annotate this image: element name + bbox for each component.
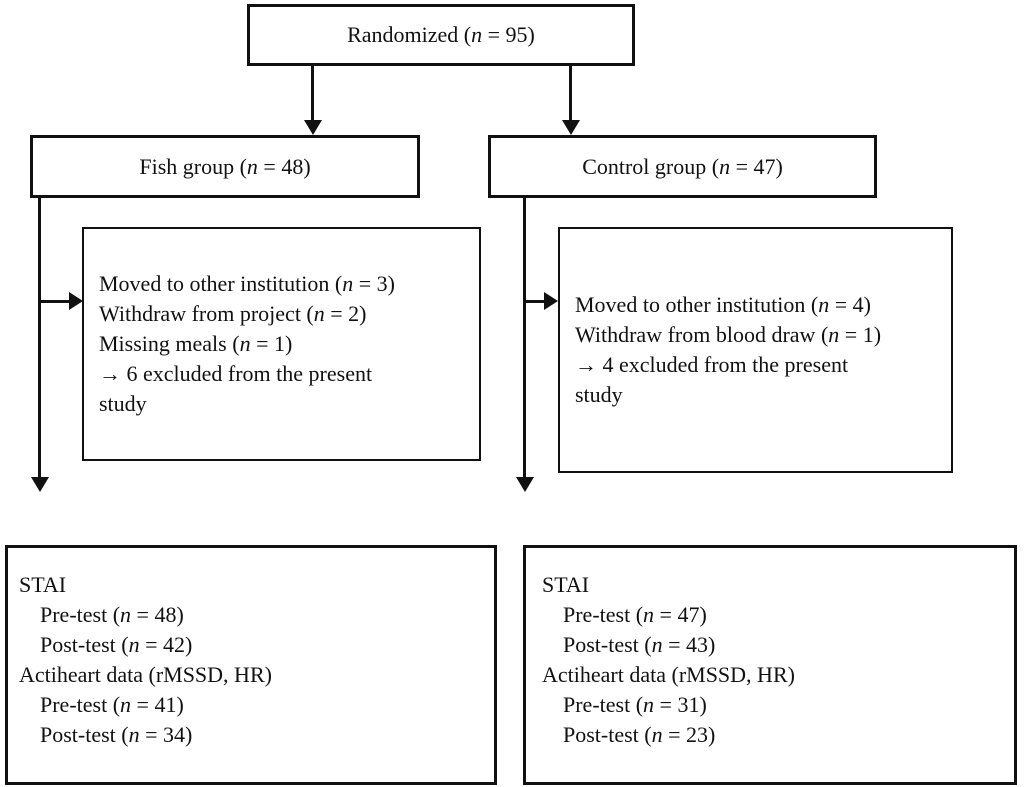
- exclusion-line: Moved to other institution (n = 3): [99, 271, 395, 296]
- final-line: Post-test (n = 42): [40, 632, 193, 657]
- connector-fish-down: [38, 198, 41, 478]
- exclusion-line: Moved to other institution (n = 4): [575, 292, 871, 317]
- final-line: STAI: [19, 572, 67, 597]
- connector-control-down: [523, 198, 526, 478]
- control-group-box: Control group (n = 47): [488, 135, 877, 198]
- arrowhead-down-icon: [516, 477, 534, 492]
- fish-group-box: Fish group (n = 48): [30, 135, 420, 198]
- final-line: Post-test (n = 43): [563, 632, 716, 657]
- exclusion-line: study: [575, 382, 623, 407]
- connector-control-branch: [523, 300, 545, 303]
- final-line: Actiheart data (rMSSD, HR): [19, 662, 272, 687]
- control-final-box: STAI Pre-test (n = 47) Post-test (n = 43…: [523, 545, 1017, 785]
- exclusion-line: Missing meals (n = 1): [99, 331, 293, 356]
- final-line: Pre-test (n = 31): [563, 692, 707, 717]
- exclusion-line: → 4 excluded from the present: [575, 352, 849, 377]
- final-line: Post-test (n = 23): [563, 722, 716, 747]
- final-line: Actiheart data (rMSSD, HR): [542, 662, 795, 687]
- connector-randomized-to-control: [569, 66, 572, 121]
- arrowhead-down-icon: [304, 120, 322, 135]
- arrowhead-down-icon: [31, 477, 49, 492]
- randomized-label: Randomized (n = 95): [347, 22, 535, 47]
- control-exclusion-box: Moved to other institution (n = 4) Withd…: [558, 227, 953, 473]
- exclusion-line: → 6 excluded from the present: [99, 361, 373, 386]
- arrowhead-right-icon: [544, 292, 558, 310]
- exclusion-line: study: [99, 391, 147, 416]
- final-line: Post-test (n = 34): [40, 722, 193, 747]
- fish-group-label: Fish group (n = 48): [139, 153, 311, 179]
- fish-exclusion-box: Moved to other institution (n = 3) Withd…: [82, 227, 481, 461]
- control-group-label: Control group (n = 47): [582, 153, 783, 179]
- fish-final-box: STAI Pre-test (n = 48) Post-test (n = 42…: [5, 545, 497, 785]
- arrowhead-right-icon: [69, 292, 83, 310]
- connector-fish-branch: [38, 300, 70, 303]
- final-line: Pre-test (n = 48): [40, 602, 184, 627]
- final-line: STAI: [542, 572, 590, 597]
- final-line: Pre-test (n = 41): [40, 692, 184, 717]
- final-line: Pre-test (n = 47): [563, 602, 707, 627]
- randomized-box: Randomized (n = 95): [247, 4, 635, 66]
- arrowhead-down-icon: [562, 120, 580, 135]
- exclusion-line: Withdraw from project (n = 2): [99, 301, 367, 326]
- connector-randomized-to-fish: [311, 66, 314, 121]
- exclusion-line: Withdraw from blood draw (n = 1): [575, 322, 882, 347]
